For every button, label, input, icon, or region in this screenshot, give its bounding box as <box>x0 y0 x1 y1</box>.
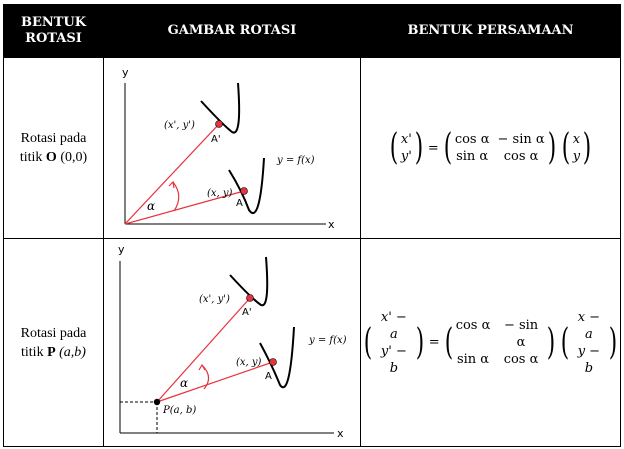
row1-point-a-prime <box>215 120 223 128</box>
row2-equation-cell: ( x' − a y' − b ) = ( cos α − sin α sin … <box>360 238 621 447</box>
row1-x-axis-label: x <box>328 218 335 231</box>
row2-a-prime-label: A' <box>242 307 252 318</box>
row2-matrix-a12: − sin α <box>503 318 539 350</box>
row1-matrix-a21: sin α <box>456 149 489 164</box>
header-bentuk-persamaan: BENTUK PERSAMAAN <box>360 4 621 58</box>
row1-ray-to-a-prime <box>124 123 220 225</box>
row1-label-line2: titik O (0,0) <box>4 148 103 167</box>
header-gambar-rotasi: GAMBAR ROTASI <box>103 4 361 58</box>
row1-y-axis-label: y <box>122 66 129 79</box>
row2-y-axis-label: y <box>118 243 125 256</box>
row2-original-curve <box>259 326 295 389</box>
row1-matrix-a11: cos α <box>454 132 490 147</box>
row2-label-cell: Rotasi pada titik P (a,b) <box>3 238 104 447</box>
row2-a-label: A <box>265 371 272 382</box>
row1-lhs-bottom: y' <box>400 149 412 164</box>
header-bentuk-rotasi: BENTUK ROTASI <box>3 4 104 58</box>
row1-rhs-vector: x y <box>573 131 580 165</box>
row2-equation: ( x' − a y' − b ) = ( cos α − sin α sin … <box>363 309 618 377</box>
row1-angle-arrow-icon <box>168 180 175 189</box>
row2-rhs-vector: x − a y − b <box>572 309 606 377</box>
row-rotation-point-p: Rotasi pada titik P (a,b) y x <box>3 238 621 447</box>
row1-a-label: A <box>236 198 243 209</box>
row1-label-point: O <box>45 150 57 165</box>
row2-lhs-top: x' − a <box>380 309 407 342</box>
row1-point-a <box>240 187 248 195</box>
row2-pivot-label: P(a, b) <box>162 405 196 416</box>
row2-ray-to-a-prime <box>156 297 251 403</box>
row1-ray-to-a <box>124 190 245 225</box>
row2-ray-to-a <box>156 361 274 403</box>
row1-lhs-vector: x' y' <box>401 131 412 165</box>
row1-a-prime-coords: (x', y') <box>164 120 195 131</box>
row2-rhs-bottom: y − b <box>577 343 601 376</box>
row2-point-a <box>269 358 277 366</box>
row1-angle-label: α <box>147 199 155 213</box>
row1-matrix-a22: cos α <box>503 149 539 164</box>
row1-original-curve <box>228 157 265 214</box>
row2-matrix-a22: cos α <box>503 352 539 367</box>
row2-angle-label: α <box>180 376 188 390</box>
row2-label-line2: titik P (a,b) <box>4 343 103 362</box>
row-rotation-origin: Rotasi pada titik O (0,0) y x <box>3 57 621 239</box>
row1-label-line1: Rotasi pada <box>20 131 87 146</box>
row1-rotation-figure: y x (x', y') (x, y) α y = f(x) <box>122 66 335 231</box>
row2-pivot-point <box>153 398 161 406</box>
row1-rhs-top: x <box>572 132 581 147</box>
row1-angle-arc <box>172 181 180 212</box>
row1-matrix-a12: − sin α <box>497 132 545 147</box>
row2-rhs-top: x − a <box>577 309 601 342</box>
header-row: BENTUK ROTASI GAMBAR ROTASI BENTUK PERSA… <box>3 4 621 58</box>
row2-rotation-figure: y x (x', y') (x, y) α <box>118 243 347 440</box>
row2-label-line1: Rotasi pada <box>20 325 87 341</box>
row2-a-prime-coords: (x', y') <box>199 294 230 305</box>
row2-label-prefix: titik <box>21 344 48 360</box>
header-col1-line2: ROTASI <box>25 31 82 46</box>
row1-label-cell: Rotasi pada titik O (0,0) <box>3 57 104 239</box>
row2-a-coords: (x, y) <box>236 357 262 368</box>
row1-rotation-matrix: cos α − sin α sin α cos α <box>455 131 545 165</box>
row1-a-coords: (x, y) <box>207 188 233 199</box>
row2-lhs-bottom: y' − b <box>380 343 407 376</box>
row2-matrix-a11: cos α <box>455 318 491 333</box>
row1-label-coords: (0,0) <box>60 150 88 165</box>
row2-lhs-vector: x' − a y' − b <box>375 309 413 377</box>
row2-figure-cell: y x (x', y') (x, y) α <box>103 238 361 447</box>
row1-figure-cell: y x (x', y') (x, y) α y = f(x) <box>103 57 361 239</box>
row1-a-prime-label: A' <box>211 134 221 145</box>
row2-rotated-curve <box>229 256 269 307</box>
row2-rotation-matrix: cos α − sin α sin α cos α <box>456 317 544 368</box>
row2-curve-label: y = f(x) <box>308 335 347 346</box>
row1-label: Rotasi pada titik O (0,0) <box>4 129 103 167</box>
row2-label: Rotasi pada titik P (a,b) <box>4 324 103 362</box>
row1-lhs-top: x' <box>400 132 412 147</box>
row2-x-axis-label: x <box>337 427 344 440</box>
header-col1-line1: BENTUK <box>20 15 87 30</box>
row2-label-coords: (a,b) <box>59 344 86 360</box>
row2-point-a-prime <box>246 294 254 302</box>
row2-label-point: P <box>47 344 56 360</box>
row1-rhs-bottom: y <box>572 149 581 164</box>
row1-rotated-curve <box>200 82 241 134</box>
row1-equation: ( x' y' ) = ( cos α − sin α sin α cos α … <box>389 127 592 168</box>
row1-equation-cell: ( x' y' ) = ( cos α − sin α sin α cos α … <box>360 57 621 239</box>
row2-angle-arrow-icon <box>198 363 206 371</box>
row1-label-prefix: titik <box>19 150 46 165</box>
rotation-table: BENTUK ROTASI GAMBAR ROTASI BENTUK PERSA… <box>3 4 621 447</box>
row2-matrix-a21: sin α <box>456 352 490 367</box>
row1-curve-label: y = f(x) <box>276 155 315 166</box>
